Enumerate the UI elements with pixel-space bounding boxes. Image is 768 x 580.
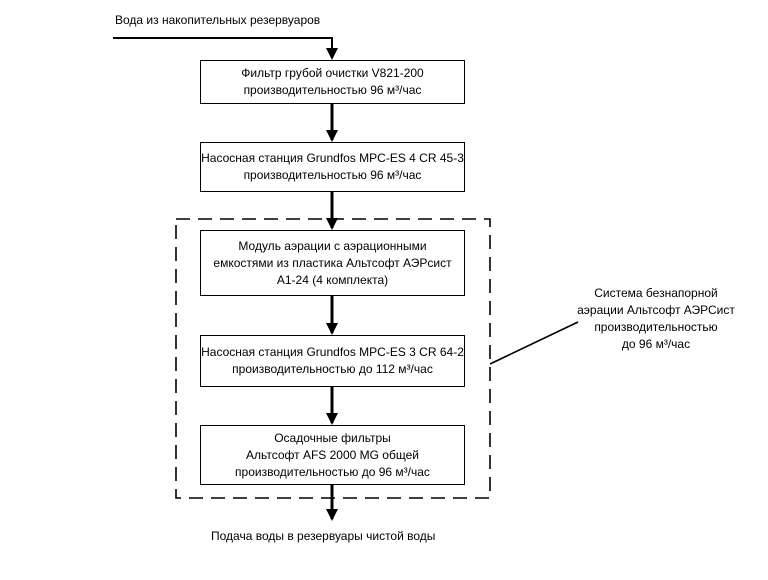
system-label-line2: аэрации Альтсофт АЭРСист — [577, 303, 735, 317]
system-label-connector — [489, 321, 579, 365]
pump-station-1-line2: производительностью 96 м³/час — [243, 168, 422, 182]
input-connector-line — [113, 37, 338, 60]
aeration-module-line1: Модуль аэрации с аэрационными — [238, 238, 427, 253]
aeration-module-box: Модуль аэрации с аэрационными емкостями … — [200, 230, 465, 296]
system-label-line3: производительностью — [594, 320, 718, 334]
system-label-line1: Система безнапорной — [594, 286, 718, 300]
pump-station-2-box: Насосная станция Grundfos MPC-ES 3 CR 64… — [200, 335, 465, 387]
sediment-filters-line3: производительностью до 96 м³/час — [235, 464, 430, 479]
sediment-filters-box: Осадочные фильтры Альтсофт AFS 2000 MG о… — [200, 425, 465, 485]
coarse-filter-line2: производительностью 96 м³/час — [243, 83, 422, 97]
output-label: Подача воды в резервуары чистой воды — [211, 529, 436, 543]
input-label: Вода из накопительных резервуаров — [115, 13, 321, 27]
pump-station-2-line2: производительностью до 112 м³/час — [232, 362, 433, 376]
coarse-filter-box: Фильтр грубой очистки V821-200 производи… — [200, 60, 465, 104]
aeration-module-line2: емкостями из пластика Альтсофт АЭРсист — [213, 255, 452, 270]
pump-station-1-box: Насосная станция Grundfos MPC-ES 4 CR 45… — [200, 142, 465, 192]
sediment-filters-line1: Осадочные фильтры — [274, 430, 391, 445]
pump-station-2-line1: Насосная станция Grundfos MPC-ES 3 CR 64… — [201, 345, 464, 359]
aeration-system-boundary — [175, 218, 491, 499]
sediment-filters-line2: Альтсофт AFS 2000 MG общей — [246, 447, 419, 462]
pump-station-1-line1: Насосная станция Grundfos MPC-ES 4 CR 45… — [201, 151, 464, 165]
system-label: Система безнапорной аэрации Альтсофт АЭР… — [562, 285, 750, 353]
coarse-filter-line1: Фильтр грубой очистки V821-200 — [241, 66, 424, 80]
system-label-line4: до 96 м³/час — [621, 337, 691, 351]
aeration-module-line3: А1-24 (4 комплекта) — [276, 272, 389, 287]
